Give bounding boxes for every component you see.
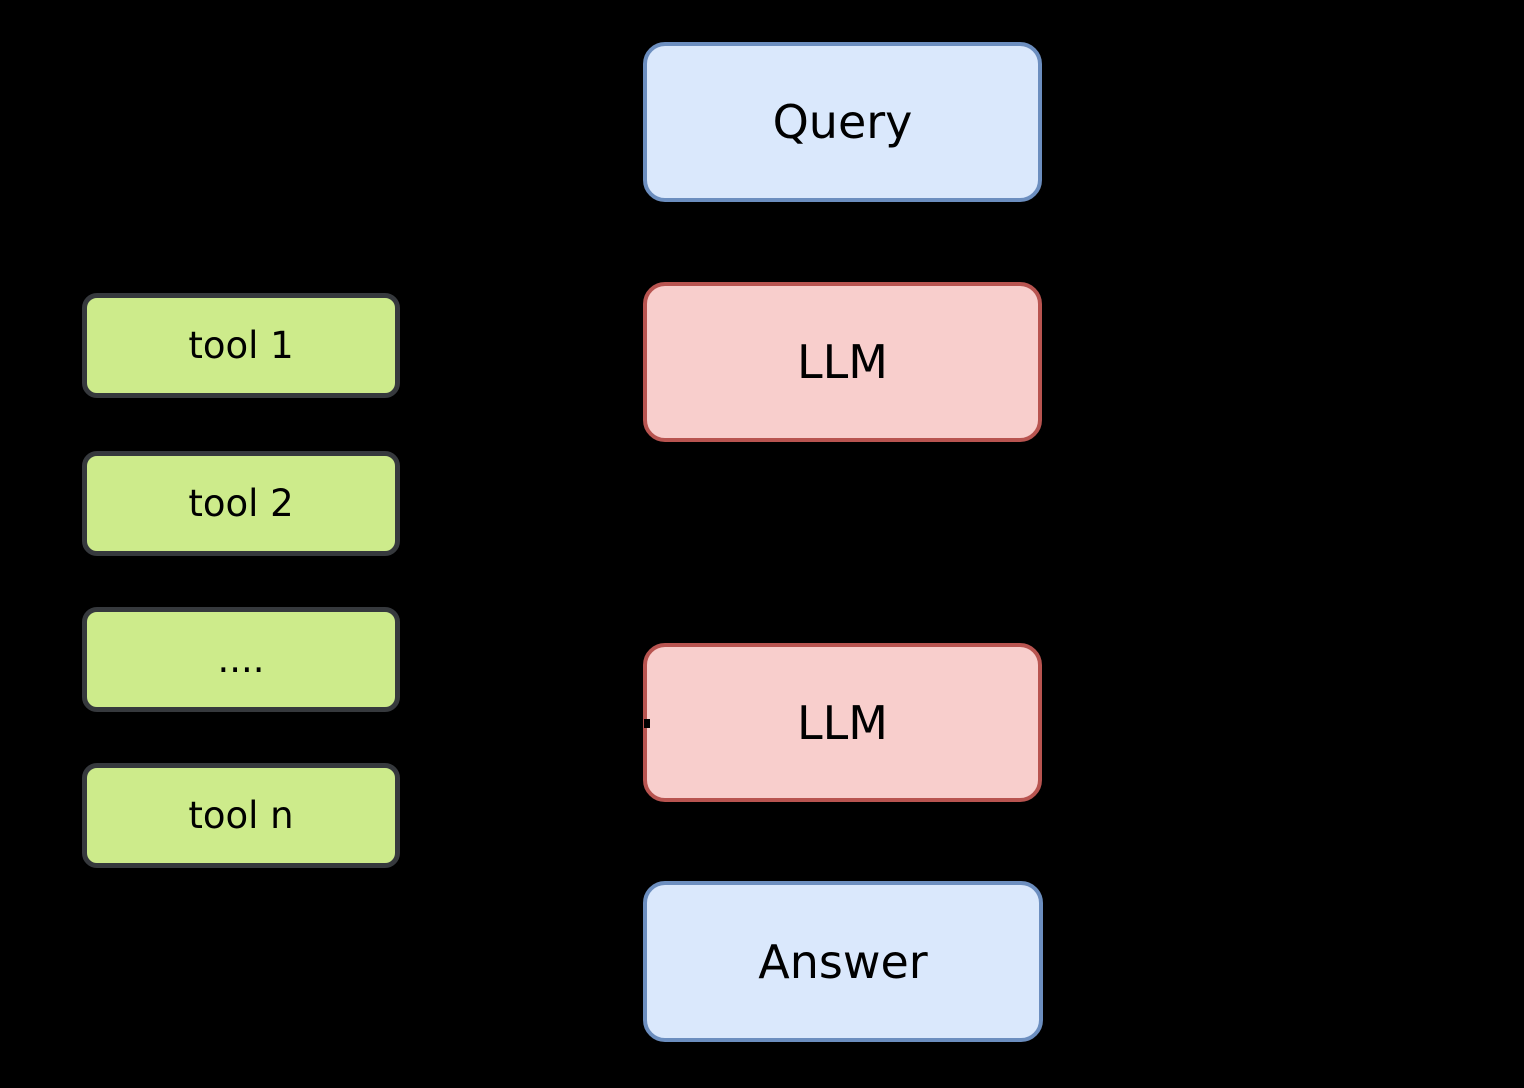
tool-2-node: tool 2: [82, 451, 400, 556]
llm-node-1: LLM: [643, 282, 1042, 442]
tool-n-label: tool n: [188, 794, 294, 837]
tool-1-label: tool 1: [188, 324, 294, 367]
tool-ellipsis-label: ....: [217, 638, 265, 681]
tool-1-node: tool 1: [82, 293, 400, 398]
llm-1-label: LLM: [797, 335, 888, 389]
connector-arrowhead-mark: [644, 719, 650, 728]
query-node: Query: [643, 42, 1042, 202]
llm-2-label: LLM: [797, 695, 888, 750]
llm-node-2: LLM: [643, 643, 1042, 802]
answer-label: Answer: [758, 934, 928, 989]
query-label: Query: [772, 95, 913, 149]
tool-2-label: tool 2: [188, 482, 294, 525]
answer-node: Answer: [643, 881, 1043, 1042]
tool-ellipsis-node: ....: [82, 607, 400, 712]
tool-n-node: tool n: [82, 763, 400, 868]
